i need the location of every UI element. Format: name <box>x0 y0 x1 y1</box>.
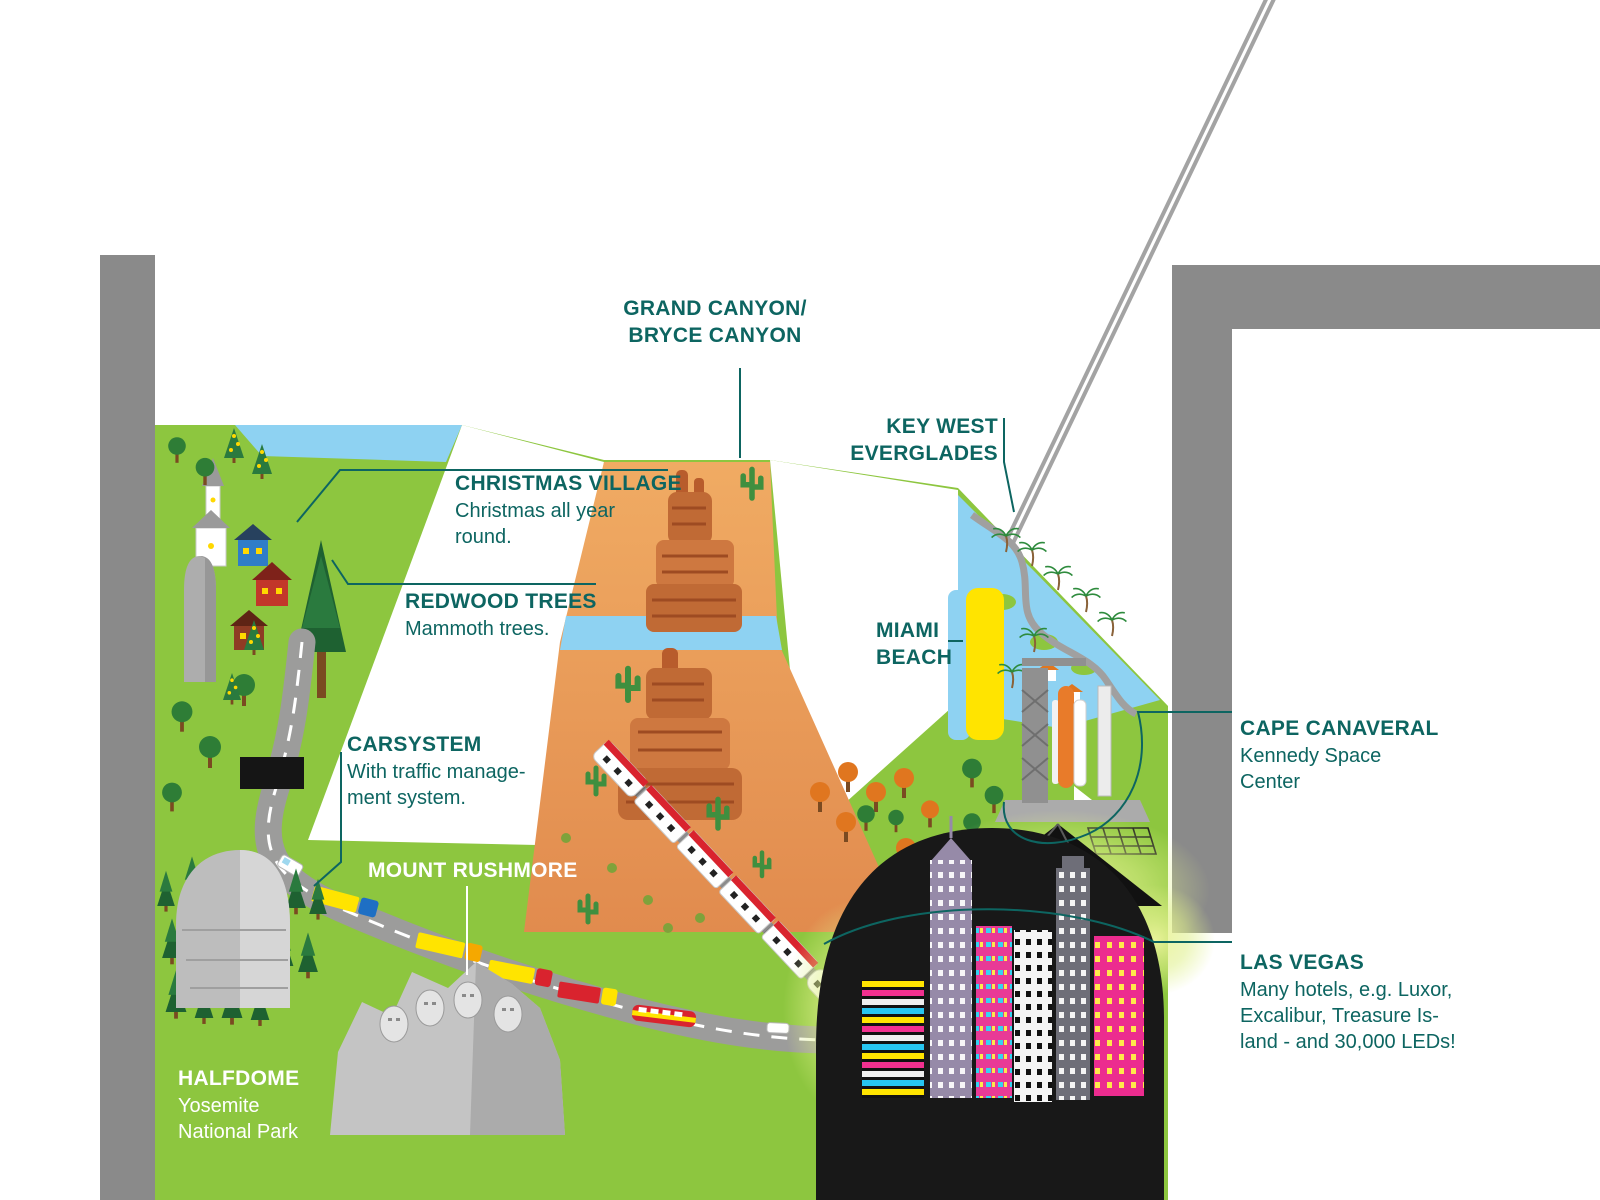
building-stripes <box>862 980 924 1098</box>
space-shuttle <box>1052 686 1092 800</box>
label-title: CAPE CANAVERAL <box>1240 717 1439 740</box>
leader-las-vegas <box>823 908 1232 945</box>
miami-beach-strip <box>948 588 1004 740</box>
truck-red <box>557 981 618 1007</box>
truck-blue-yellow <box>311 885 379 918</box>
redwood-tree <box>296 540 346 698</box>
house-blue <box>234 524 272 566</box>
truck-yellow-2 <box>487 960 553 988</box>
halfdome-rock <box>176 850 290 1008</box>
label-halfdome: HALFDOME Yosemite National Park <box>178 1066 358 1145</box>
everglades-path <box>969 512 1138 718</box>
leader-key-west <box>1003 418 1015 513</box>
walkway-wedge-left <box>308 425 604 845</box>
label-body: Many hotels, e.g. Luxor, <box>1240 978 1453 1001</box>
label-line: MIAMI <box>876 619 940 642</box>
leader-christmas-village <box>296 469 668 523</box>
label-carsystem: CARSYSTEM With traffic manage- ment syst… <box>347 732 577 811</box>
label-mount-rushmore: MOUNT RUSHMORE <box>368 858 608 885</box>
label-redwood-trees: REDWOOD TREES Mammoth trees. <box>405 589 625 642</box>
monorail-beam <box>997 0 1276 561</box>
label-body: land - and 30,000 LEDs! <box>1240 1030 1456 1053</box>
label-miami-beach: MIAMI BEACH <box>876 618 966 672</box>
bus-red-yellow <box>631 1004 697 1028</box>
building-white <box>1014 930 1052 1102</box>
gantry-tower <box>1021 658 1086 803</box>
wall-left <box>100 255 155 1200</box>
road-bridge <box>240 757 304 789</box>
label-body: Center <box>1240 770 1301 793</box>
leader-carsystem <box>313 752 342 887</box>
label-title: LAS VEGAS <box>1240 951 1365 974</box>
label-line: BRYCE CANYON <box>628 323 802 347</box>
house-red <box>252 562 292 606</box>
label-body: Christmas all year <box>455 499 616 522</box>
label-grand-canyon: GRAND CANYON/ BRYCE CANYON <box>560 296 870 350</box>
label-line: GRAND CANYON/ <box>623 297 807 320</box>
rocket-tower <box>1097 685 1112 797</box>
label-cape-canaveral: CAPE CANAVERAL Kennedy Space Center <box>1240 716 1460 795</box>
mesa-upper <box>646 470 742 632</box>
label-title: HALFDOME <box>178 1067 300 1090</box>
label-title: CARSYSTEM <box>347 733 482 756</box>
label-body: National Park <box>178 1120 299 1143</box>
label-line: KEY WEST <box>886 415 998 438</box>
mount-rushmore-sculpture <box>330 962 565 1135</box>
label-las-vegas: LAS VEGAS Many hotels, e.g. Luxor, Excal… <box>1240 950 1500 1055</box>
wall-top-right <box>1172 265 1600 933</box>
truck-yellow-1 <box>415 932 483 962</box>
vegas-buildings <box>862 816 1144 1102</box>
label-body: round. <box>455 525 512 548</box>
label-title: MOUNT RUSHMORE <box>368 859 578 882</box>
label-line: BEACH <box>876 645 953 669</box>
building-pink-cyan <box>976 926 1012 1098</box>
building-tower-spire <box>930 816 972 1098</box>
label-body: ment system. <box>347 786 466 809</box>
carsystem-road <box>240 628 846 1054</box>
building-magenta <box>1094 936 1144 1096</box>
carsystem-vehicles <box>277 854 790 1034</box>
label-body: Yosemite <box>178 1094 260 1117</box>
label-body: Mammoth trees. <box>405 617 550 640</box>
leader-redwood-trees <box>331 559 596 585</box>
label-body: Excalibur, Treasure Is- <box>1240 1004 1439 1027</box>
label-body: With traffic manage- <box>347 760 526 783</box>
building-gray-tower <box>1056 856 1090 1100</box>
lake <box>235 425 462 462</box>
label-key-west: KEY WEST EVERGLADES <box>830 414 998 468</box>
label-title: REDWOOD TREES <box>405 590 597 613</box>
label-christmas-village: CHRISTMAS VILLAGE Christmas all year rou… <box>455 471 695 550</box>
label-body: Kennedy Space <box>1240 744 1382 767</box>
label-title: CHRISTMAS VILLAGE <box>455 472 682 495</box>
leader-cape-canaveral <box>1002 711 1232 845</box>
label-line: EVERGLADES <box>850 441 998 465</box>
monument-rock <box>184 556 216 682</box>
